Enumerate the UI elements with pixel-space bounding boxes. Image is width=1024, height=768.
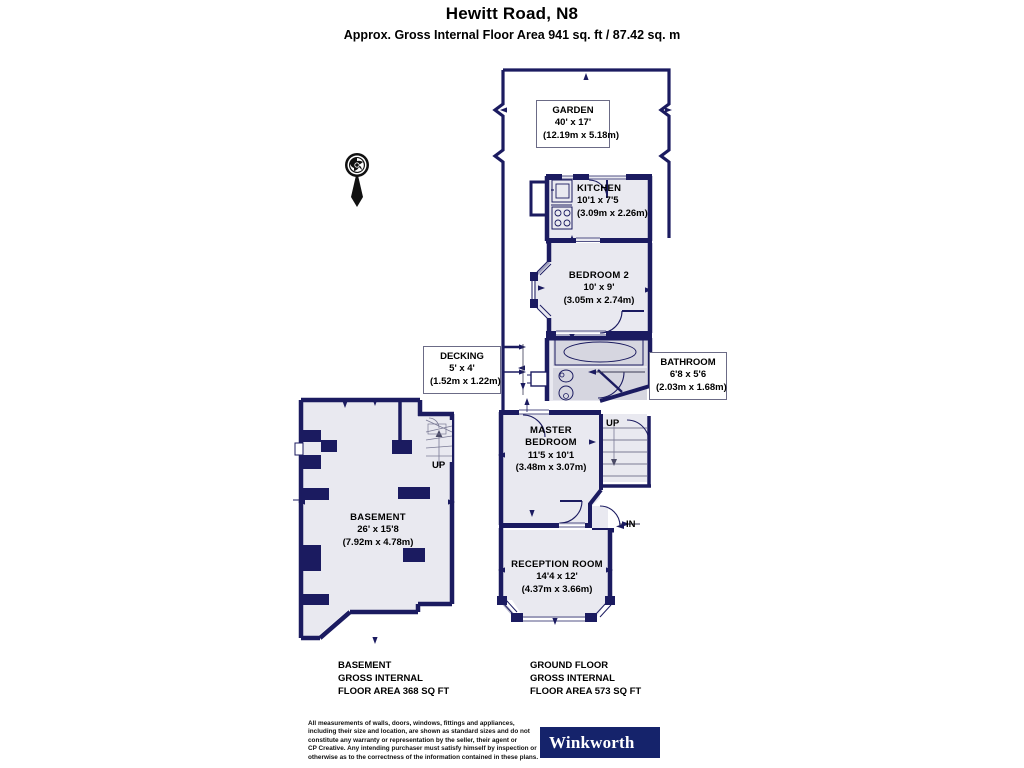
bedroom-2-name: BEDROOM 2 <box>568 270 630 281</box>
reception-room-dim-metric: (4.37m x 3.66m) <box>521 583 593 595</box>
kitchen-name: KITCHEN <box>577 183 622 194</box>
plan-header: Hewitt Road, N8 Approx. Gross Internal F… <box>0 4 1024 44</box>
master-bedroom-room <box>498 409 651 537</box>
bedroom-2-dim-imperial: 10' x 9' <box>583 282 615 294</box>
kitchen-room <box>529 174 653 246</box>
kitchen-dim-imperial: 10'1 x 7'5 <box>577 195 619 207</box>
decking-area <box>501 238 526 412</box>
master-bedroom-dim-metric: (3.48m x 3.07m) <box>515 462 587 474</box>
bedroom-2-dim-metric: (3.05m x 2.74m) <box>563 294 635 306</box>
disclaimer-line-4: CP Creative. Any intending purchaser mus… <box>308 745 537 753</box>
bathroom-name: BATHROOM <box>660 357 716 368</box>
winkworth-logo-text: Winkworth <box>549 732 635 752</box>
stairs-up-label-basement: UP <box>432 460 446 471</box>
floor-area-basement: BASEMENT GROSS INTERNAL FLOOR AREA 368 S… <box>338 659 449 698</box>
disclaimer-line-1: All measurements of walls, doors, window… <box>308 720 515 727</box>
stairs-up-label-ground: UP <box>606 418 620 429</box>
bathroom-room <box>524 336 653 412</box>
garden-dim-imperial: 40' x 17' <box>554 117 592 129</box>
disclaimer-text: All measurements of walls, doors, window… <box>308 720 540 762</box>
room-label-decking: DECKING 5' x 4' (1.52m x 1.22m) <box>423 346 501 395</box>
room-label-garden: GARDEN 40' x 17' (12.19m x 5.18m) <box>536 100 620 149</box>
basement-dim-metric: (7.92m x 4.78m) <box>342 536 414 548</box>
master-bedroom-dim-imperial: 11'5 x 10'1 <box>527 449 575 461</box>
room-label-master-bedroom: MASTER BEDROOM 11'5 x 10'1 (3.48m x 3.07… <box>498 425 604 475</box>
master-bedroom-name-line2: BEDROOM <box>525 437 577 449</box>
disclaimer-line-3: constitute any warranty or representatio… <box>308 736 518 744</box>
bedroom-2-room <box>530 243 653 341</box>
floor-area-basement-line1: BASEMENT <box>338 660 392 671</box>
basement-plan <box>293 397 455 644</box>
bathroom-dim-metric: (2.03m x 1.68m) <box>656 381 727 393</box>
compass-north-icon <box>340 151 374 207</box>
garden-dim-metric: (12.19m x 5.18m) <box>543 129 620 141</box>
floor-area-ground-line3: FLOOR AREA 573 SQ FT <box>530 686 642 697</box>
basement-name: BASEMENT <box>350 512 406 523</box>
entrance-in-label: IN <box>626 519 636 530</box>
disclaimer-line-2: including their size and location, are s… <box>308 728 530 736</box>
reception-room <box>497 528 615 625</box>
room-label-reception-room: RECEPTION ROOM 14'4 x 12' (4.37m x 3.66m… <box>495 559 619 596</box>
decking-dim-metric: (1.52m x 1.22m) <box>430 375 501 387</box>
basement-dim-imperial: 26' x 15'8 <box>357 524 399 536</box>
floor-area-ground-line1: GROUND FLOOR <box>530 660 609 671</box>
page-subtitle: Approx. Gross Internal Floor Area 941 sq… <box>343 28 681 42</box>
decking-dim-imperial: 5' x 4' <box>449 363 475 375</box>
reception-room-dim-imperial: 14'4 x 12' <box>536 571 578 583</box>
staircase-basement <box>425 417 453 466</box>
room-label-kitchen: KITCHEN 10'1 x 7'5 (3.09m x 2.26m) <box>577 183 677 220</box>
page-title: Hewitt Road, N8 <box>445 4 579 23</box>
winkworth-logo: Winkworth <box>540 727 660 758</box>
garden-name: GARDEN <box>552 105 594 116</box>
floor-area-ground-line2: GROSS INTERNAL <box>530 673 615 684</box>
master-bedroom-name-line1: MASTER <box>530 425 572 436</box>
decking-name: DECKING <box>440 351 484 362</box>
room-label-bathroom: BATHROOM 6'8 x 5'6 (2.03m x 1.68m) <box>649 352 727 401</box>
bathroom-dim-imperial: 6'8 x 5'6 <box>669 369 707 381</box>
reception-room-name: RECEPTION ROOM <box>511 559 603 570</box>
room-label-basement: BASEMENT 26' x 15'8 (7.92m x 4.78m) <box>316 512 440 549</box>
kitchen-dim-metric: (3.09m x 2.26m) <box>577 207 648 219</box>
staircase-ground <box>601 414 651 488</box>
floor-area-basement-line3: FLOOR AREA 368 SQ FT <box>338 686 450 697</box>
disclaimer-line-5: otherwise as to the correctness of the i… <box>308 753 539 761</box>
garden-outline <box>492 68 672 238</box>
floor-area-basement-line2: GROSS INTERNAL <box>338 673 423 684</box>
room-label-bedroom-2: BEDROOM 2 10' x 9' (3.05m x 2.74m) <box>546 270 652 307</box>
floor-area-ground: GROUND FLOOR GROSS INTERNAL FLOOR AREA 5… <box>530 659 641 698</box>
